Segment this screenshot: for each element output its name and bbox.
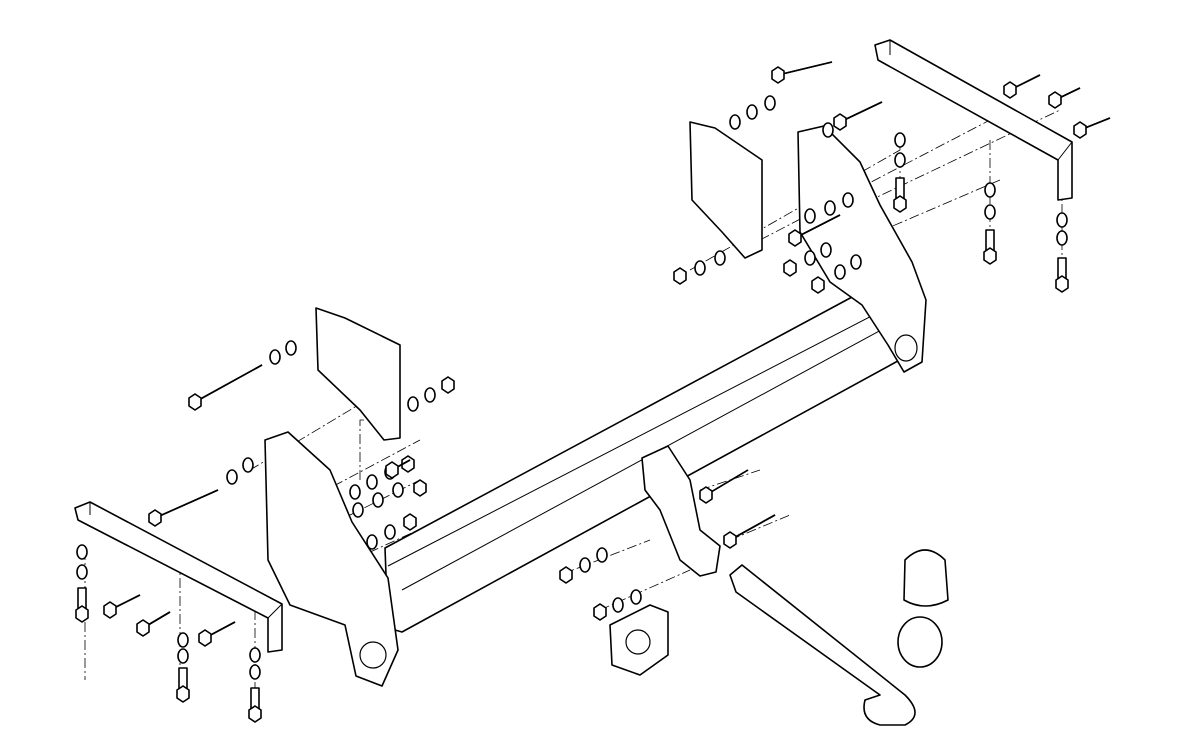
washer-icon bbox=[366, 534, 378, 550]
nut-icon bbox=[1055, 275, 1069, 293]
tow-ball-cap bbox=[903, 549, 949, 607]
right-upper-reinforcement-plate bbox=[689, 121, 763, 259]
bolt-shaft-icon bbox=[154, 489, 219, 519]
nut-icon bbox=[1003, 81, 1017, 99]
washer-icon bbox=[894, 132, 906, 148]
nut-icon bbox=[983, 247, 997, 265]
washer-icon bbox=[177, 632, 189, 648]
left-upper-reinforcement-plate bbox=[315, 307, 401, 441]
bolt-shaft-icon bbox=[777, 61, 833, 76]
washer-icon bbox=[596, 547, 608, 563]
tow-ball bbox=[897, 616, 943, 668]
bolt-shaft-icon bbox=[839, 101, 883, 123]
washer-icon bbox=[579, 557, 591, 573]
nut-icon bbox=[401, 455, 415, 473]
nut-icon bbox=[136, 619, 150, 637]
washer-icon bbox=[249, 647, 261, 663]
washer-icon bbox=[372, 492, 384, 508]
nut-icon bbox=[385, 461, 399, 479]
right-plate-tow-eye bbox=[894, 334, 918, 362]
left-plate-tow-eye bbox=[359, 641, 387, 669]
nut-icon bbox=[783, 259, 797, 277]
washer-icon bbox=[349, 484, 361, 500]
nut-icon bbox=[811, 276, 825, 294]
washer-icon bbox=[850, 254, 862, 270]
nut-icon bbox=[833, 113, 847, 131]
nut-icon bbox=[559, 566, 573, 584]
washer-icon bbox=[984, 204, 996, 220]
washer-icon bbox=[352, 502, 364, 518]
bolt-shaft-icon bbox=[194, 364, 263, 403]
washer-icon bbox=[384, 524, 396, 540]
washer-icon bbox=[630, 589, 642, 605]
nut-icon bbox=[673, 267, 687, 285]
nut-icon bbox=[188, 393, 202, 411]
electrical-socket-bracket bbox=[609, 604, 669, 676]
bolt-shaft-icon bbox=[705, 469, 749, 496]
nut-icon bbox=[148, 509, 162, 527]
bolt-shaft-icon bbox=[794, 214, 841, 239]
nut-icon bbox=[893, 195, 907, 213]
washer-icon bbox=[1056, 212, 1068, 228]
washer-icon bbox=[984, 182, 996, 198]
washer-icon bbox=[424, 387, 436, 403]
washer-icon bbox=[834, 264, 846, 280]
nut-icon bbox=[248, 705, 262, 723]
nut-icon bbox=[198, 629, 212, 647]
right-chassis-bracket bbox=[874, 39, 1073, 201]
right-side-plate bbox=[797, 125, 927, 373]
washer-icon bbox=[729, 114, 741, 130]
washer-icon bbox=[285, 340, 297, 356]
nut-icon bbox=[413, 479, 427, 497]
washer-icon bbox=[249, 664, 261, 680]
washer-icon bbox=[764, 95, 776, 111]
washer-icon bbox=[822, 122, 834, 138]
washer-icon bbox=[612, 597, 624, 613]
washer-icon bbox=[820, 242, 832, 258]
washer-icon bbox=[714, 250, 726, 266]
washer-icon bbox=[804, 250, 816, 266]
washer-icon bbox=[392, 482, 404, 498]
nut-icon bbox=[1073, 121, 1087, 139]
assembly-lines bbox=[84, 109, 1063, 700]
nut-icon bbox=[593, 603, 607, 621]
nut-icon bbox=[403, 513, 417, 531]
washer-icon bbox=[242, 457, 254, 473]
washer-icon bbox=[177, 648, 189, 664]
washer-icon bbox=[694, 260, 706, 276]
washer-icon bbox=[76, 564, 88, 580]
left-chassis-bracket bbox=[74, 501, 283, 653]
tow-ball-neck bbox=[729, 549, 949, 726]
washer-icon bbox=[366, 474, 378, 490]
washer-icon bbox=[804, 208, 816, 224]
washer-icon bbox=[824, 200, 836, 216]
nut-icon bbox=[1048, 91, 1062, 109]
bolt-shaft-icon bbox=[729, 514, 776, 541]
washer-icon bbox=[407, 396, 419, 412]
left-side-plate bbox=[264, 431, 399, 687]
fasteners bbox=[75, 61, 1111, 723]
nut-icon bbox=[75, 605, 89, 623]
nut-icon bbox=[771, 66, 785, 84]
washer-icon bbox=[746, 104, 758, 120]
washer-icon bbox=[76, 544, 88, 560]
nut-icon bbox=[699, 486, 713, 504]
washer-icon bbox=[842, 192, 854, 208]
nut-icon bbox=[176, 685, 190, 703]
washer-icon bbox=[1056, 230, 1068, 246]
nut-icon bbox=[723, 531, 737, 549]
nut-icon bbox=[441, 376, 455, 394]
nut-icon bbox=[788, 229, 802, 247]
washer-icon bbox=[226, 469, 238, 485]
washer-icon bbox=[269, 349, 281, 365]
center-ball-mount-bracket bbox=[641, 445, 721, 577]
washer-icon bbox=[894, 152, 906, 168]
nut-icon bbox=[103, 601, 117, 619]
